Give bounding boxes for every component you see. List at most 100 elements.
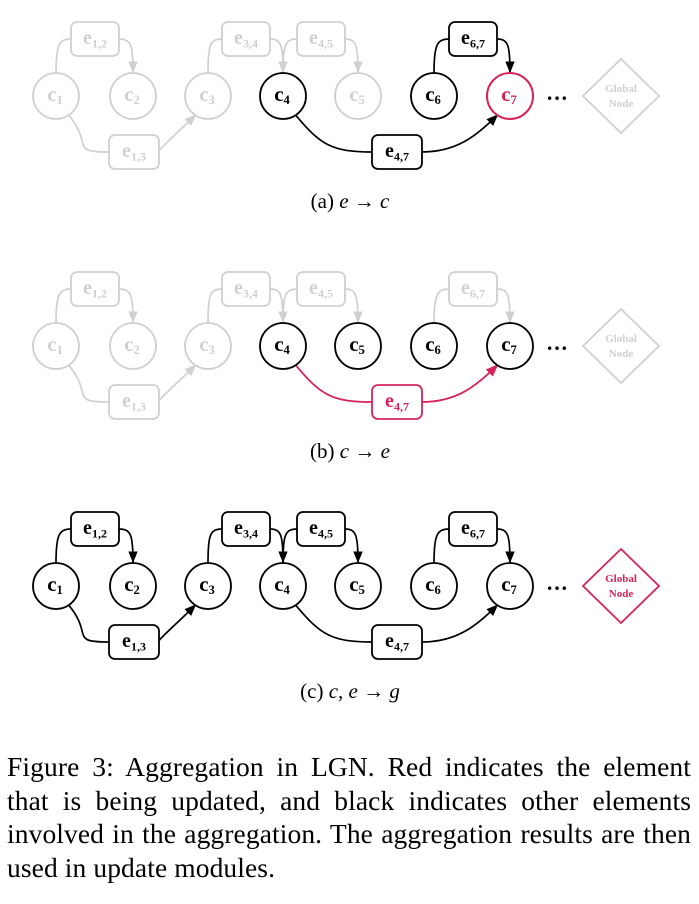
node-c3: c3 [184,72,232,120]
edge-line [282,38,298,74]
edge-e67: e6,7 [433,21,515,74]
node-circle [410,322,458,370]
node-label: c4 [274,82,290,107]
edge-e13: e1,3 [67,114,197,170]
edge-box [108,624,160,660]
edge-box [70,21,120,57]
figure-caption-block: Figure 3: Aggregation in LGN. Red indica… [7,750,691,884]
global-node-label-line2: Node [609,348,634,360]
global-node-label-line2: Node [609,98,634,110]
node-label: c5 [349,82,365,107]
node-circle [410,562,458,610]
node-circle [259,562,307,610]
global-node-label-line1: Global [605,573,637,585]
node-label: c5 [349,332,365,357]
edge-box [371,134,423,170]
node-label: c3 [199,332,215,357]
edge-box [108,384,160,420]
edge-line [67,364,110,403]
edge-label: e4,7 [385,390,409,414]
edge-line [294,114,373,153]
ellipsis: ··· [546,336,568,361]
edge-line [55,288,72,324]
node-circle [334,72,382,120]
node-label: c1 [47,332,63,357]
node-label: c5 [349,572,365,597]
edge-arrow [421,604,499,643]
node-label: c1 [47,572,63,597]
edge-arrow [421,114,499,153]
node-label: c2 [124,332,140,357]
ellipsis: ··· [546,576,568,601]
node-c3: c3 [184,322,232,370]
edge-arrow [118,288,138,324]
edge-arrow [269,288,288,324]
node-circle [334,562,382,610]
edge-arrow [496,288,515,324]
edge-box [108,134,160,170]
edge-box [371,384,423,420]
node-c4: c4 [259,72,307,120]
edge-arrow [496,38,515,74]
edge-label: e4,5 [309,517,333,541]
edge-arrow [421,364,499,403]
node-c7: c7 [486,322,534,370]
edge-e13: e1,3 [67,604,197,660]
edge-box [221,21,271,57]
node-circle [259,322,307,370]
edge-line [207,288,223,324]
edge-line [207,38,223,74]
edge-box [448,21,498,57]
edge-box [448,271,498,307]
node-c3: c3 [184,562,232,610]
global-node-label-line1: Global [605,83,637,95]
edge-e45: e4,5 [282,271,363,324]
node-label: c1 [47,82,63,107]
node-label: c6 [425,82,441,107]
edge-line [433,288,450,324]
node-label: c4 [274,572,290,597]
edge-line [282,288,298,324]
subfigure-caption: (b) c → e [310,439,390,463]
node-label: c3 [199,572,215,597]
subfigure-label: (c) [300,679,329,703]
edge-line [282,528,298,564]
edge-e67: e6,7 [433,511,515,564]
edge-box [221,271,271,307]
edge-label: e1,2 [83,27,107,51]
node-circle [184,72,232,120]
edge-box [221,511,271,547]
edge-arrow [344,38,363,74]
node-c7: c7 [486,562,534,610]
node-circle [184,562,232,610]
edge-label: e6,7 [461,517,485,541]
edge-e12: e1,2 [55,21,138,74]
node-c2: c2 [109,72,157,120]
node-label: c2 [124,82,140,107]
subfigure-caption: (a) e → c [311,189,390,213]
node-c5: c5 [334,562,382,610]
node-circle [259,72,307,120]
edge-arrow [269,38,288,74]
node-circle [184,322,232,370]
global-node-diamond [581,547,661,625]
subfigure-label: (a) [311,189,340,213]
ellipsis: ··· [546,86,568,111]
edge-line [207,528,223,564]
edge-line [67,114,110,153]
node-c5: c5 [334,72,382,120]
global-node-diamond [581,57,661,135]
node-circle [486,72,534,120]
edge-line [294,364,373,403]
global-node-label-line1: Global [605,333,637,345]
node-c2: c2 [109,322,157,370]
edge-line [294,604,373,643]
node-c1: c1 [32,72,80,120]
subfigure-math: c, e → g [329,679,400,703]
node-circle [32,72,80,120]
